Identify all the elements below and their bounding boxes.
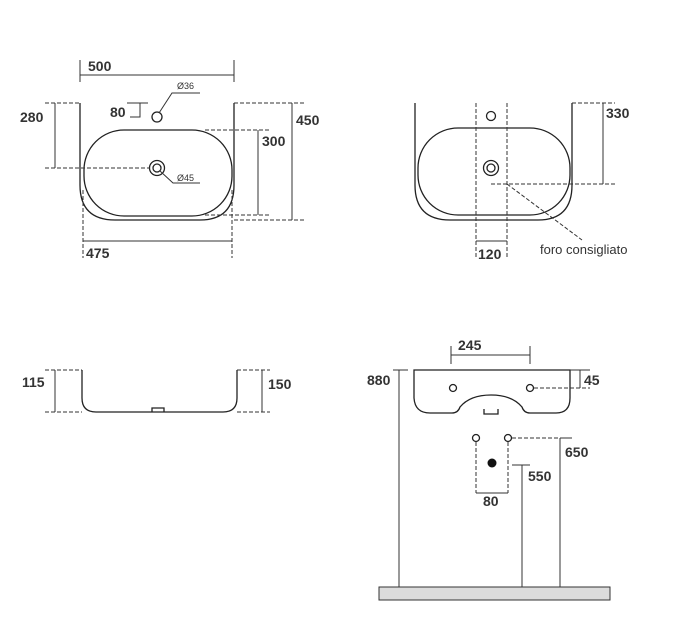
side-view: 115 150: [22, 369, 292, 413]
dim-500: 500: [88, 58, 112, 74]
dim-300: 300: [262, 133, 286, 149]
dim-550: 550: [528, 468, 552, 484]
dim-330: 330: [606, 105, 630, 121]
front-view: 245 45 880 80 650 550: [367, 337, 611, 601]
dim-245: 245: [458, 337, 482, 353]
bowl-outline: [83, 129, 233, 217]
dim-475: 475: [86, 245, 110, 261]
dim-150: 150: [268, 376, 292, 392]
floor: [378, 586, 611, 601]
dim-80: 80: [110, 104, 126, 120]
dim-280: 280: [20, 109, 44, 125]
tap-hole: [151, 111, 163, 123]
waste-outlet: [487, 458, 497, 468]
dim-115: 115: [22, 374, 45, 390]
basin-outline: [79, 103, 235, 221]
top-view: 500 280 80 Ø36 Ø45 300 450 475: [20, 58, 320, 261]
dim-650: 650: [565, 444, 589, 460]
drain-inner: [152, 163, 162, 173]
dim-450: 450: [296, 112, 320, 128]
dim-drain-diameter: Ø45: [177, 173, 194, 183]
dim-45: 45: [584, 372, 600, 388]
recommended-hole-note: foro consigliato: [540, 242, 627, 257]
dim-120: 120: [478, 246, 502, 262]
dim-tap-diameter: Ø36: [177, 81, 194, 91]
top-view-recommended-hole: 330 120 foro consigliato: [414, 102, 630, 262]
dim-880: 880: [367, 372, 391, 388]
dim-80-supply: 80: [483, 493, 499, 509]
